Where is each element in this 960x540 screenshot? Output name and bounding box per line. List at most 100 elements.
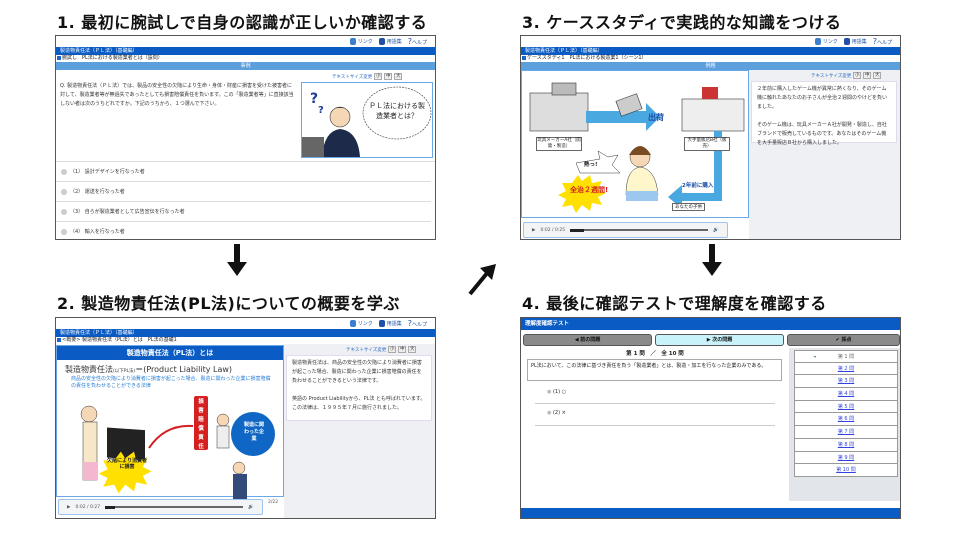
question-list: 第 1 問 第 2 問 第 3 問 第 4 問 第 5 問 第 6 問 第 7 … (794, 350, 898, 477)
answer-option[interactable]: （4） 輸入を行なった者 (56, 222, 431, 239)
step-2-title: 2. 製造物責任法(PL法)についての概要を学ぶ (57, 294, 400, 313)
course-title: 製造物責任法（ＰＬ法）（基礎編） (56, 329, 435, 337)
globe-icon (349, 320, 356, 327)
question-link[interactable]: 第 8 問 (794, 438, 898, 452)
audio-seek-bar[interactable] (105, 505, 244, 509)
glossary-button[interactable]: 用語集 (843, 38, 867, 45)
radio-icon[interactable]: ● (547, 389, 553, 395)
toolbar: リンク 用語集 ?ヘルプ (521, 36, 900, 47)
check-icon: ✔ (835, 337, 842, 343)
maker-label: 玩具メーカーA社（開発・製造） (536, 137, 582, 151)
text-size-label: テキストサイズ変更 (811, 73, 852, 79)
glossary-button[interactable]: 用語集 (378, 320, 402, 327)
radio-icon[interactable]: ● (547, 410, 553, 416)
question-illustration: ?? ＰＬ法における製造業者とは？ (301, 82, 433, 158)
case-paragraph: そのゲーム機は、玩具メーカーＡ社が開発・製造し、自社ブランドで販売しているもので… (757, 122, 887, 146)
answer-option[interactable]: （2） 運送を行なった者 (56, 182, 431, 202)
heading-note: (以下PL法) (113, 369, 136, 374)
question-link[interactable]: 第 9 問 (794, 451, 898, 465)
injury-label: 全治２週間! (570, 186, 609, 194)
svg-text:?: ? (318, 105, 324, 116)
text-size-large-button[interactable]: 大 (408, 346, 417, 353)
text-size-small-button[interactable]: 小 (388, 346, 397, 353)
answer-option[interactable]: （1） 設計デザインを行なった者 (56, 162, 431, 182)
company-label: 製造に関わった企業 (243, 422, 264, 442)
divider (535, 403, 775, 404)
prev-question-button[interactable]: ◀ 前の問題 (523, 334, 652, 346)
book-icon (378, 320, 385, 327)
hot-label: 熱っ! (584, 162, 598, 168)
heading-en: ＝(Product Liability Law) (135, 365, 233, 374)
question-link[interactable]: 第 10 問 (794, 464, 898, 477)
text-size-small-button[interactable]: 小 (374, 73, 383, 80)
right-circle-icon: ▶ (706, 337, 713, 343)
help-label: ヘルプ (411, 40, 427, 46)
text-size-label: テキストサイズ変更 (332, 74, 373, 80)
audio-player[interactable]: ▶ 0:02 / 0:25 🔊 (523, 222, 728, 238)
link-button[interactable]: リンク (814, 38, 838, 45)
option-label: (1) ○ (552, 389, 566, 395)
glossary-label: 用語集 (386, 321, 402, 327)
left-circle-icon: ◀ (574, 337, 581, 343)
audio-time: 0:02 / 0:25 (540, 227, 566, 233)
answer-option[interactable]: ● (1) ○ (547, 389, 566, 395)
volume-icon[interactable]: 🔊 (713, 227, 719, 233)
text-size-large-button[interactable]: 大 (394, 73, 403, 80)
question-link[interactable]: 第 3 問 (794, 375, 898, 389)
score-button[interactable]: ✔ 採点 (787, 334, 900, 346)
question-link[interactable]: 第 5 問 (794, 400, 898, 414)
slide-title: 製造物責任法（PL法）とは (57, 346, 283, 360)
answer-option[interactable]: （3） 自らが製造業者として広告宣伝を行なった者 (56, 202, 431, 222)
help-button[interactable]: ?ヘルプ (408, 37, 427, 46)
audio-player[interactable]: ▶ 0:02 / 0:27 🔊 (58, 499, 263, 515)
next-label: 次の問題 (712, 337, 733, 343)
score-label: 採点 (841, 337, 852, 343)
text-size-medium-button[interactable]: 中 (384, 73, 393, 80)
play-icon[interactable]: ▶ (67, 504, 71, 510)
play-icon[interactable]: ▶ (532, 227, 536, 233)
question-icon: ? (407, 319, 412, 328)
text-size-large-button[interactable]: 大 (873, 72, 882, 79)
course-title: 製造物責任法（ＰＬ法）（基礎編） (521, 47, 900, 55)
question-link[interactable]: 第 4 問 (794, 388, 898, 401)
test-title: 理解度確認テスト (521, 318, 900, 330)
text-size-medium-button[interactable]: 中 (863, 72, 872, 79)
volume-icon[interactable]: 🔊 (248, 504, 254, 510)
child-label: あなたの子供 (672, 203, 705, 211)
link-label: リンク (357, 321, 373, 327)
link-label: リンク (822, 39, 838, 45)
help-button[interactable]: ?ヘルプ (408, 319, 427, 328)
question-link[interactable]: 第 2 問 (794, 362, 898, 376)
question-link[interactable]: 第 1 問 (794, 350, 898, 363)
step-4-title: 4. 最後に確認テストで理解度を確認する (522, 294, 827, 313)
overview-description: 製造物責任法は、商品の安全性の欠陥により消費者に損害が起こった場合、製造に関わっ… (286, 355, 432, 421)
glossary-button[interactable]: 用語集 (378, 38, 402, 45)
step-1-title: 1. 最初に腕試しで自身の認識が正しいか確認する (57, 13, 428, 32)
link-label: リンク (357, 39, 373, 45)
question-counter: 第 1 問 ／ 全 10 問 (626, 351, 684, 357)
audio-seek-bar[interactable] (570, 228, 709, 232)
link-button[interactable]: リンク (349, 320, 373, 327)
footer-bar (521, 508, 900, 518)
audio-time: 0:02 / 0:27 (75, 504, 101, 510)
slide-subtitle: 商品の安全性の欠陥により消費者に損害が起こった場合、製造に関わった企業に損害賠償… (71, 376, 271, 389)
text-size-control: テキストサイズ変更小中大 (332, 73, 403, 80)
link-button[interactable]: リンク (349, 38, 373, 45)
toolbar: リンク 用語集 ?ヘルプ (56, 318, 435, 329)
answer-option[interactable]: ● (2) × (547, 410, 566, 416)
down-arrow-icon (227, 244, 247, 276)
question-text: Q. 製造物責任法（ＰＬ法）では、製品の安全性の欠陥により生命・身体・財産に損害… (60, 83, 294, 107)
help-label: ヘルプ (411, 322, 427, 328)
question-link[interactable]: 第 6 問 (794, 413, 898, 427)
quiz-window: リンク 用語集 ?ヘルプ 製造物責任法（ＰＬ法）（基礎編） 腕試し PL法におけ… (55, 35, 436, 240)
text-size-medium-button[interactable]: 中 (398, 346, 407, 353)
next-question-button[interactable]: ▶ 次の問題 (655, 334, 784, 346)
test-window: 理解度確認テスト ◀ 前の問題 ▶ 次の問題 ✔ 採点 第 1 問 ／ 全 10… (520, 317, 901, 519)
scenario-illustration (529, 82, 745, 213)
thought-bubble-text: ＰＬ法における製造業者とは？ (369, 102, 425, 120)
help-button[interactable]: ?ヘルプ (873, 37, 892, 46)
slide-heading: 製造物責任法(以下PL法)＝(Product Liability Law) (65, 364, 232, 375)
question-link[interactable]: 第 7 問 (794, 426, 898, 439)
text-size-small-button[interactable]: 小 (853, 72, 862, 79)
book-icon (378, 38, 385, 45)
